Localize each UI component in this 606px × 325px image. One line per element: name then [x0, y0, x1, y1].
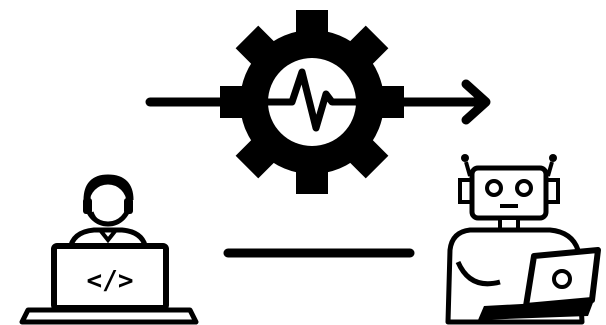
developer-laptop-icon: </> — [22, 178, 196, 322]
robot-laptop-icon — [448, 154, 598, 322]
code-glyph: </> — [87, 266, 134, 296]
gear-heartbeat-icon — [220, 10, 404, 194]
